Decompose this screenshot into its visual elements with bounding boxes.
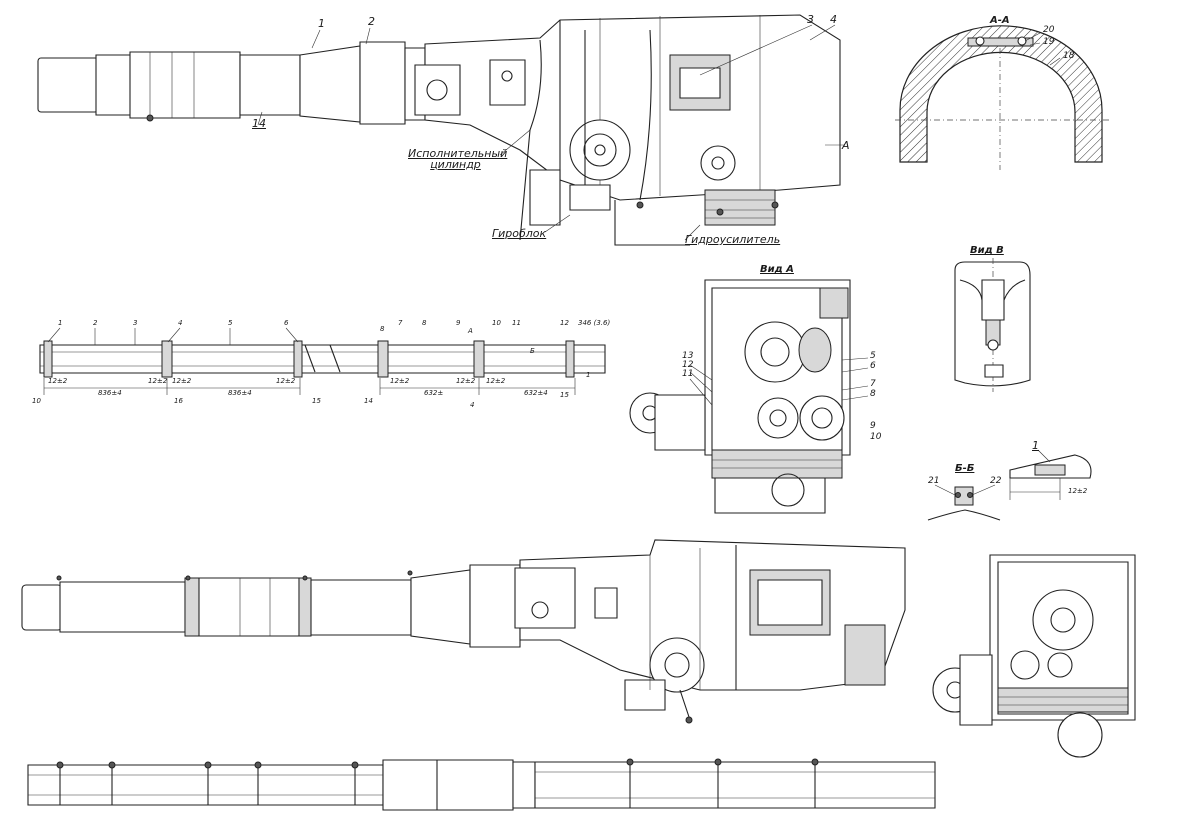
- gyro-block-label: Гироблок: [492, 227, 547, 240]
- callout-11: 11: [682, 369, 694, 379]
- dim-12-a: 12±2: [48, 377, 68, 385]
- dim-12-f: 12±2: [456, 377, 476, 385]
- gun-side-view: [22, 540, 905, 723]
- detail-1-ref: 1: [1032, 439, 1039, 452]
- barrel-marker-b: Б: [530, 347, 535, 355]
- callout-18: 18: [1063, 51, 1075, 61]
- dim-12-b: 12±2: [148, 377, 168, 385]
- barrel-callout-bottom-10: 10: [32, 397, 41, 405]
- barrel-callout-bottom-4: 4: [470, 401, 475, 409]
- barrel-callout-1: 1: [58, 319, 63, 327]
- barrel-callout-7: 7: [398, 319, 403, 327]
- barrel-callout-10: 10: [492, 319, 501, 327]
- barrel-callout-12: 12: [560, 319, 569, 327]
- section-a-a-title: А-А: [990, 15, 1010, 26]
- section-b-b-title: Б-Б: [955, 463, 975, 474]
- barrel-callout-bottom-14: 14: [364, 397, 373, 405]
- callout-4: 4: [830, 13, 837, 26]
- callout-14: 14: [252, 117, 266, 130]
- callout-20: 20: [1043, 25, 1055, 35]
- callout-5: 5: [870, 351, 876, 361]
- barrel-callout-bottom-1: 1: [586, 371, 591, 379]
- barrel-callout-11: 11: [512, 319, 521, 327]
- barrel-callout-3: 3: [133, 319, 138, 327]
- callout-19: 19: [1043, 37, 1055, 47]
- barrel-callout-8b: 8: [422, 319, 427, 327]
- gun-top-view: [38, 15, 845, 245]
- barrel-side-view: [28, 759, 935, 810]
- callout-6: 6: [870, 361, 876, 371]
- section-a-a: [895, 26, 1110, 170]
- barrel-marker-a: А: [468, 327, 473, 335]
- barrel-callout-6: 6: [284, 319, 289, 327]
- barrel-callout-2: 2: [93, 319, 98, 327]
- view-b: [955, 258, 1030, 392]
- callout-9: 9: [870, 421, 876, 431]
- barrel-assembly-drawing: [40, 328, 605, 395]
- barrel-callout-8a: 8: [380, 325, 385, 333]
- callout-12: 12: [682, 360, 694, 370]
- barrel-small-note: 346 (3.6): [578, 319, 611, 327]
- view-b-title: Вид В: [970, 245, 1004, 256]
- detail-1-dim: 12±2: [1068, 487, 1088, 495]
- callout-7: 7: [870, 379, 876, 389]
- hydraulic-booster-label: Гидроусилитель: [685, 233, 781, 246]
- callout-3: 3: [807, 13, 814, 26]
- dim-12-g: 12±2: [486, 377, 506, 385]
- breech-end-view: [933, 555, 1135, 757]
- callout-13: 13: [682, 351, 694, 361]
- section-b-b: [928, 450, 1091, 520]
- actuator-label: Исполнительный цилиндр: [408, 147, 508, 171]
- barrel-callout-4: 4: [178, 319, 183, 327]
- callout-2: 2: [368, 15, 375, 28]
- dim-632-b: 632±4: [524, 389, 548, 397]
- callout-10: 10: [870, 432, 882, 442]
- view-a: [630, 280, 868, 513]
- callout-8: 8: [870, 389, 876, 399]
- barrel-callout-bottom-16: 16: [174, 397, 183, 405]
- callout-22: 22: [990, 476, 1002, 486]
- section-marker-a: А: [842, 139, 850, 152]
- barrel-callout-bottom-15a: 15: [312, 397, 321, 405]
- dim-12-c: 12±2: [172, 377, 192, 385]
- view-a-title: Вид А: [760, 264, 794, 275]
- barrel-callout-5: 5: [228, 319, 233, 327]
- barrel-callout-bottom-15b: 15: [560, 391, 569, 399]
- dim-12-e: 12±2: [390, 377, 410, 385]
- dim-836-b: 836±4: [228, 389, 252, 397]
- dim-836-a: 836±4: [98, 389, 122, 397]
- callout-21: 21: [928, 476, 940, 486]
- barrel-callout-9: 9: [456, 319, 461, 327]
- dim-12-d: 12±2: [276, 377, 296, 385]
- dim-632-a: 632±: [424, 389, 444, 397]
- callout-1: 1: [318, 17, 325, 30]
